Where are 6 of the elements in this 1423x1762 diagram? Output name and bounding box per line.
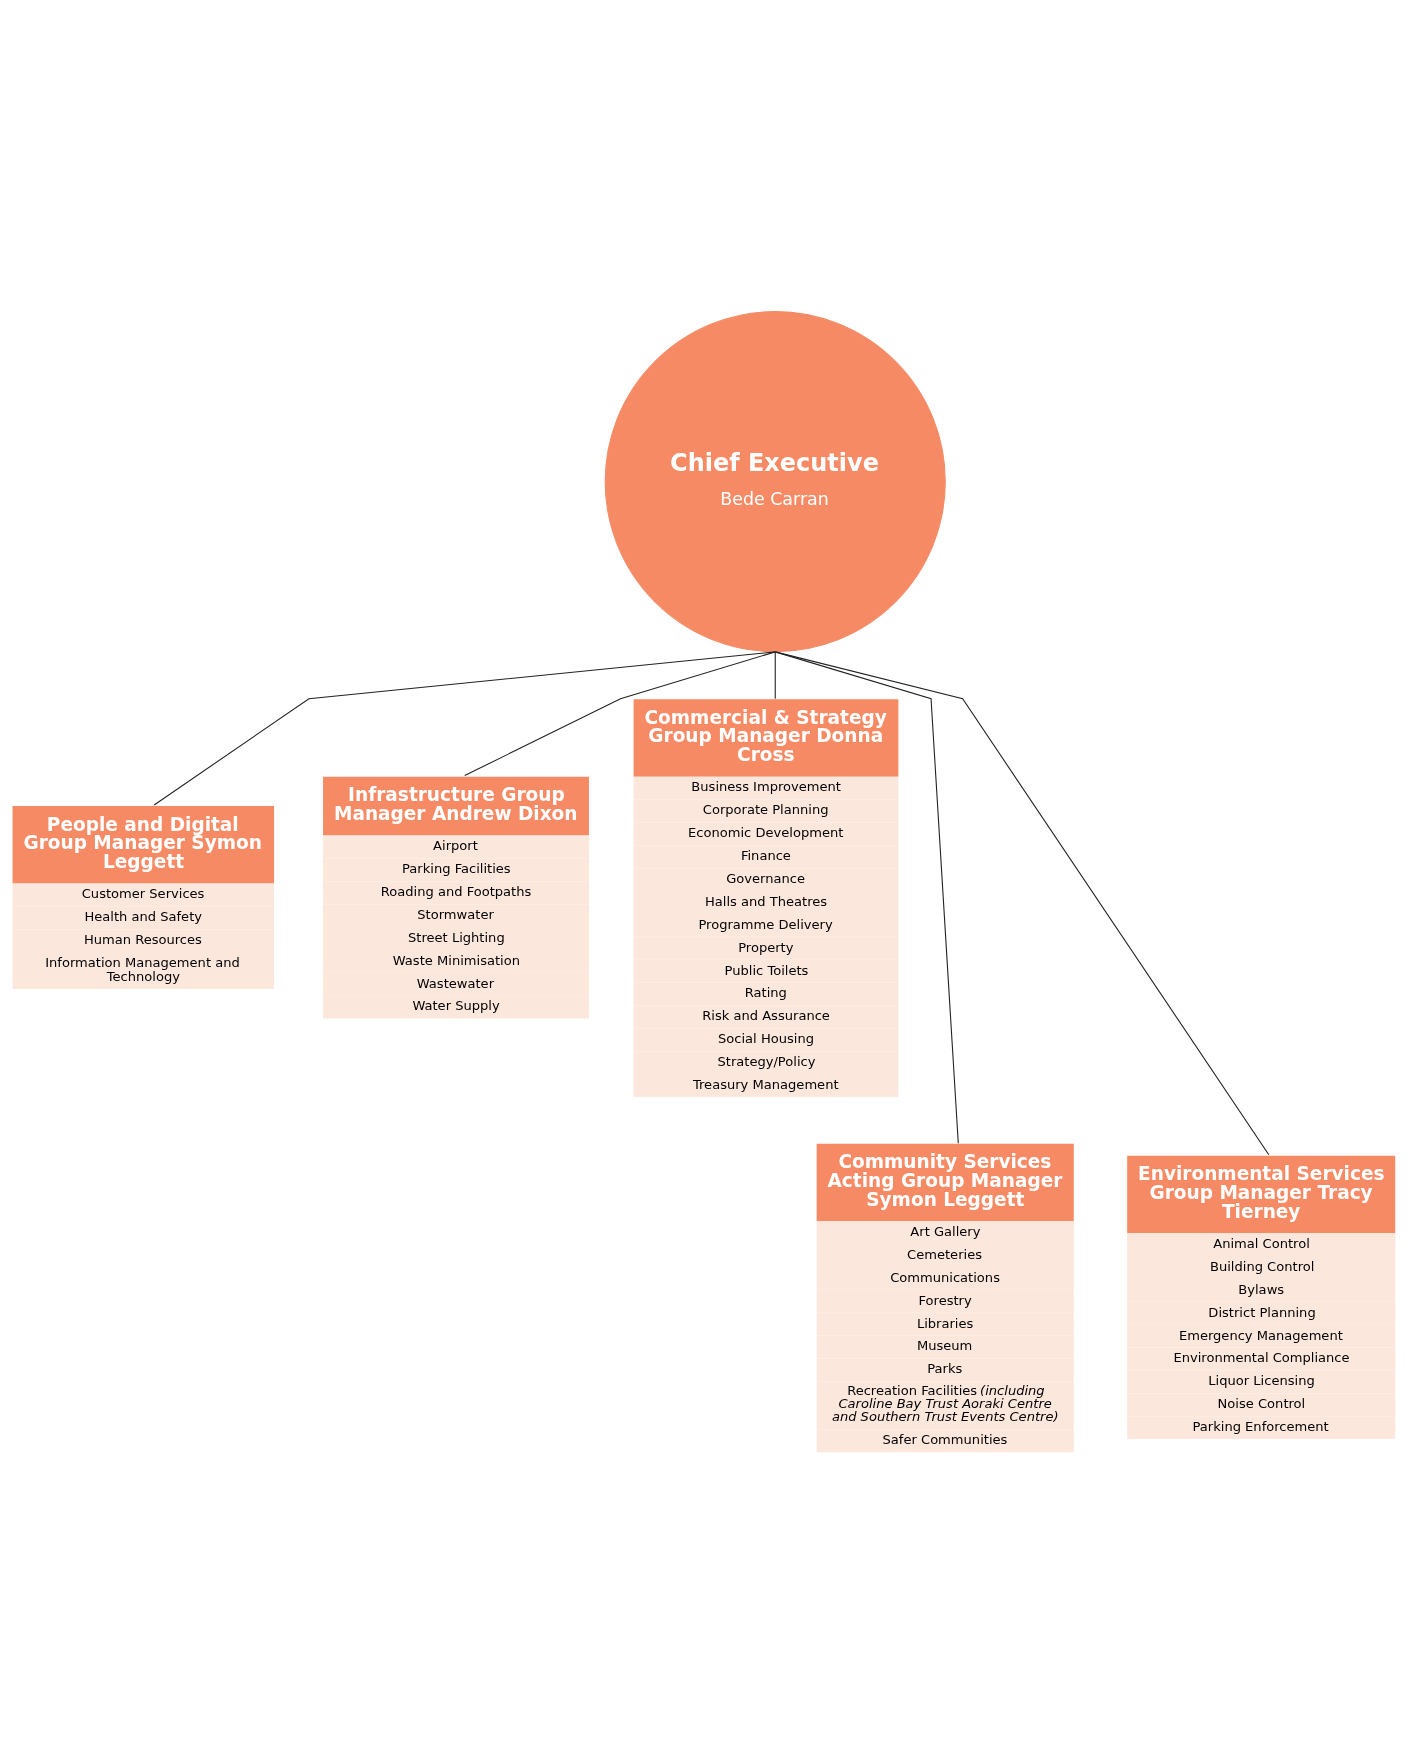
connector (153, 650, 776, 806)
connector (464, 650, 776, 776)
connector (774, 650, 959, 1144)
connector (774, 650, 776, 699)
node-circle: Chief Executive Bede Carran (604, 310, 946, 652)
connector (774, 650, 1270, 1155)
